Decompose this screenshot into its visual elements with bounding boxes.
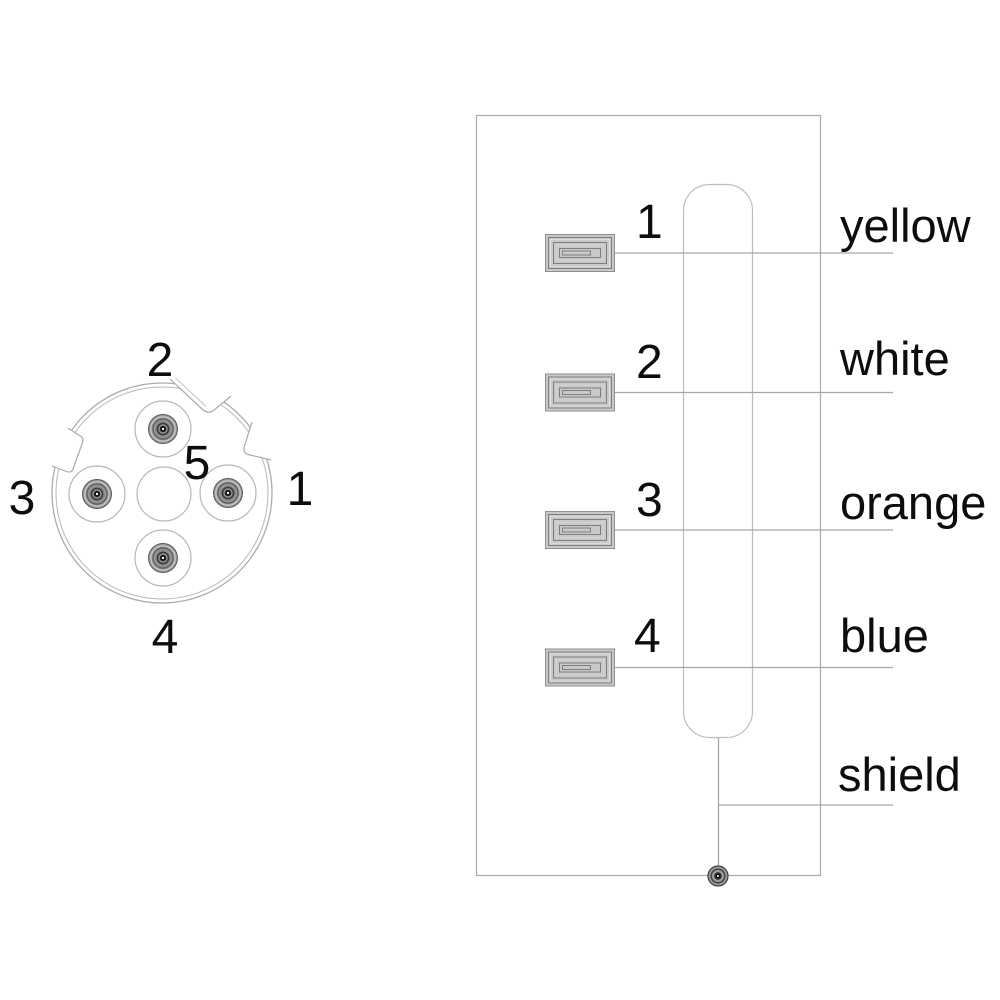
shield-grommet — [707, 865, 729, 887]
diagram-pin-number-3: 3 — [636, 474, 663, 527]
connector-body-outline — [475, 114, 822, 877]
pin-contact-3 — [68, 465, 126, 523]
wire-color-label-orange: orange — [840, 476, 986, 529]
keying-notch-left — [51, 427, 84, 473]
wire-label-shield: shield — [838, 748, 961, 801]
face-pin-label-3: 3 — [9, 472, 36, 525]
wire-color-label-white: white — [839, 332, 950, 385]
terminal-block-4 — [545, 648, 615, 687]
terminal-block-1 — [545, 234, 615, 272]
diagram-pin-number-1: 1 — [636, 196, 663, 249]
cable-channel-outline — [682, 183, 754, 739]
center-position-circle — [136, 466, 192, 522]
face-pin-label-5: 5 — [184, 437, 211, 490]
face-pin-label-1: 1 — [287, 463, 314, 516]
pin-contact-2 — [134, 400, 192, 458]
terminal-block-2 — [545, 373, 615, 412]
connector-face: 2 1 3 4 5 — [9, 334, 314, 664]
wiring-diagram: 1 2 3 4 yellow white orange blue shield — [475, 114, 986, 887]
diagram-pin-number-4: 4 — [634, 610, 661, 663]
face-pin-label-4: 4 — [152, 611, 179, 664]
face-pin-label-2: 2 — [147, 334, 174, 387]
pin-contact-4 — [134, 529, 192, 587]
diagram-pin-number-2: 2 — [636, 336, 663, 389]
keying-notch-right — [243, 421, 272, 461]
wire-color-label-yellow: yellow — [840, 199, 972, 252]
wire-color-label-blue: blue — [840, 609, 929, 662]
terminal-block-3 — [545, 511, 615, 549]
keying-notch-top-inner-line — [175, 377, 207, 407]
connector-inner-ring — [55, 386, 269, 600]
